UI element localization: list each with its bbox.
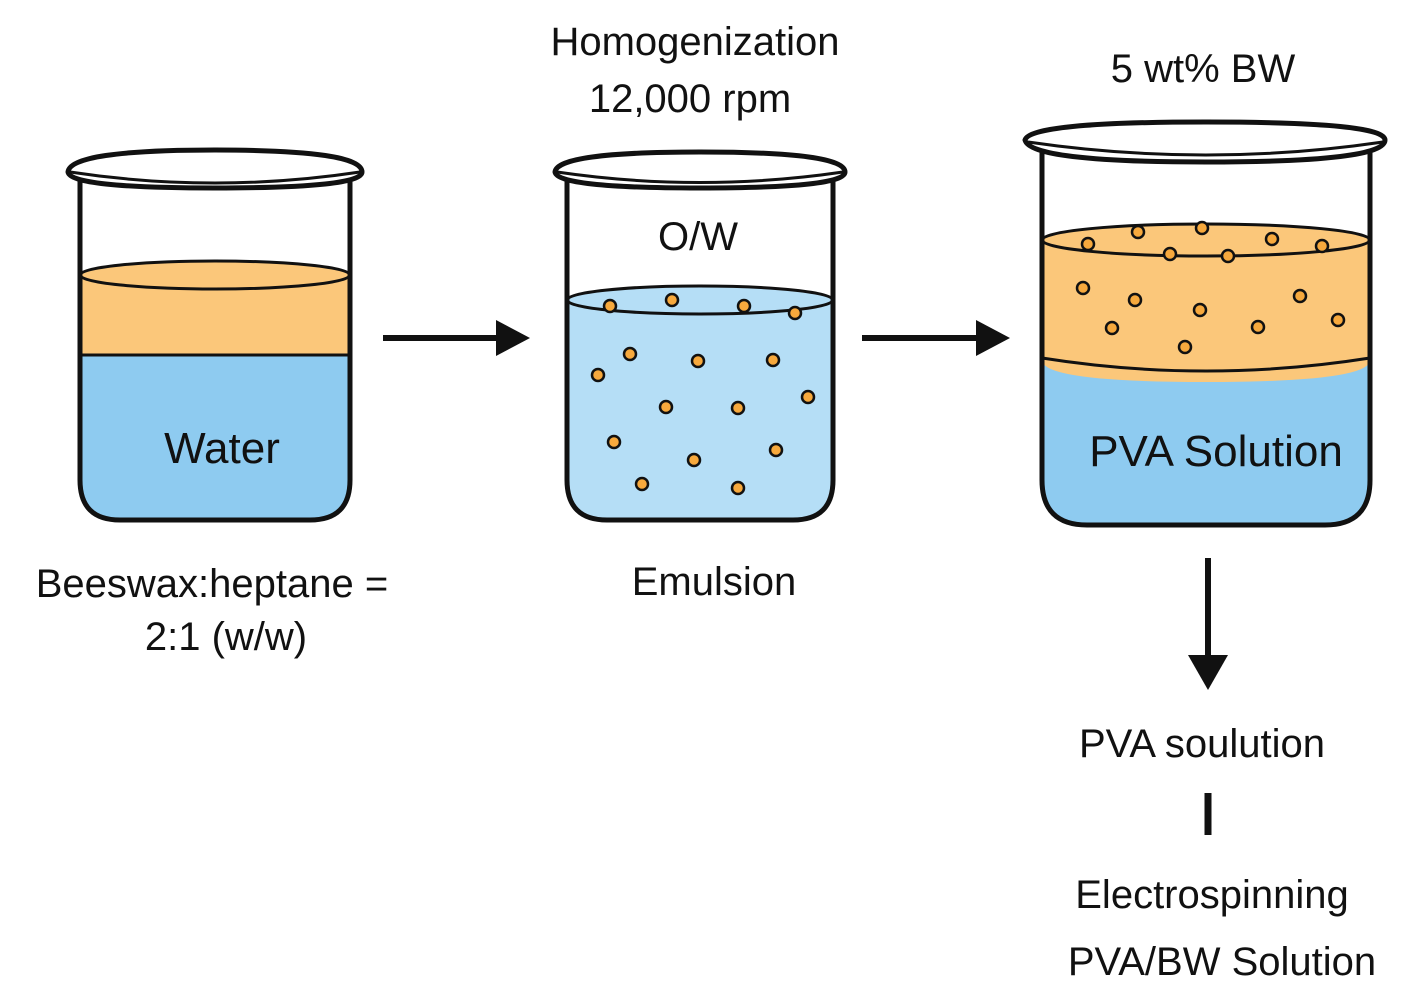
beaker-1-water: [80, 355, 350, 520]
beaker-2-top-line1: Homogenization: [550, 20, 839, 64]
droplet: [590, 367, 606, 383]
beaker-1-caption-line2: 2:1 (w/w): [145, 615, 307, 659]
droplet: [730, 480, 746, 496]
beaker-2-top-line2: 12,000 rpm: [589, 77, 791, 121]
droplet: [1250, 319, 1266, 335]
droplet: [1314, 238, 1330, 254]
bottom-line1: PVA soulution: [1079, 722, 1325, 766]
beaker-1-rim: [65, 147, 365, 191]
droplet: [1177, 339, 1193, 355]
beaker-2: O/W: [552, 149, 848, 523]
beaker-3-liquid-label: PVA Solution: [1089, 427, 1343, 476]
droplet: [664, 292, 680, 308]
droplet: [1220, 248, 1236, 264]
droplet: [690, 353, 706, 369]
droplet: [1127, 292, 1143, 308]
bottom-line3: PVA/BW Solution: [1068, 940, 1376, 984]
droplet: [658, 399, 674, 415]
beaker-2-inner-label: O/W: [658, 215, 738, 259]
droplet: [1194, 220, 1210, 236]
beaker-3-water: [1042, 360, 1370, 525]
droplet: [1264, 231, 1280, 247]
droplet: [1192, 302, 1208, 318]
droplet: [1162, 246, 1178, 262]
droplet: [730, 400, 746, 416]
droplet: [1080, 236, 1096, 252]
beaker-2-outline: [564, 172, 836, 523]
beaker-2-emulsion: [567, 291, 833, 520]
bottom-line2: Electrospinning: [1075, 873, 1349, 917]
beaker-1-caption-line1: Beeswax:heptane =: [36, 562, 388, 606]
arrow-down: [1188, 558, 1228, 690]
beaker-1: Water: [65, 147, 365, 523]
droplet: [1130, 224, 1146, 240]
beaker-2-droplets: [590, 292, 816, 496]
beaker-1-liquid-label: Water: [164, 424, 280, 473]
beaker-2-caption: Emulsion: [632, 560, 797, 604]
beaker-1-outline: [77, 170, 353, 523]
droplet: [1292, 288, 1308, 304]
beaker-3-top-label: 5 wt% BW: [1111, 47, 1296, 91]
droplet: [1104, 320, 1120, 336]
beaker-3-wax-layer: [1042, 229, 1370, 382]
droplet: [1075, 280, 1091, 296]
droplet: [602, 298, 618, 314]
droplet: [606, 434, 622, 450]
droplet: [686, 452, 702, 468]
beaker-3-droplets: [1075, 220, 1346, 355]
droplet: [622, 346, 638, 362]
beaker-3-outline: [1039, 150, 1373, 528]
droplet: [787, 305, 803, 321]
beaker-3: PVA Solution: [1022, 119, 1388, 528]
droplet: [768, 442, 784, 458]
arrow-2: [862, 320, 1010, 356]
droplet: [634, 476, 650, 492]
droplet: [800, 389, 816, 405]
droplet: [736, 298, 752, 314]
arrow-1: [383, 320, 530, 356]
droplet: [765, 352, 781, 368]
droplet: [1330, 312, 1346, 328]
